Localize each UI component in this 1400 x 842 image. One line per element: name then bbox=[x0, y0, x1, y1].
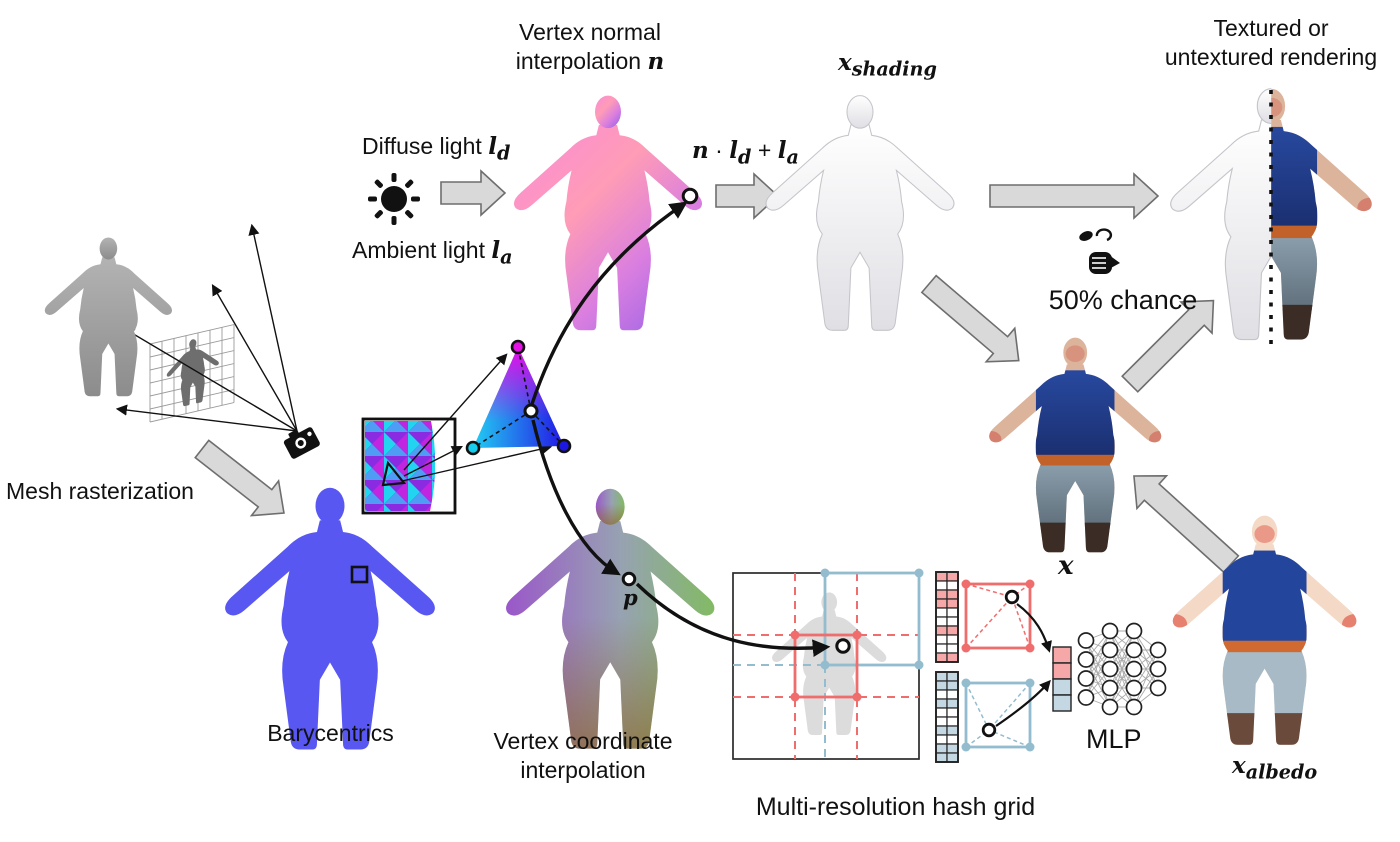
hash-grid-group bbox=[732, 568, 924, 760]
vertex-dot-magenta bbox=[510, 339, 526, 355]
query-point bbox=[835, 638, 851, 654]
shading-formula-arrow bbox=[715, 172, 780, 220]
barycentric-point bbox=[523, 403, 539, 419]
textured-rendering-title: Textured or untextured rendering bbox=[1164, 15, 1378, 71]
surface-point-p bbox=[621, 571, 637, 587]
p-label: p bbox=[623, 585, 638, 610]
x-to-render-arrow bbox=[1121, 299, 1215, 393]
mlp-network bbox=[1077, 622, 1167, 716]
vertex-arrow-top bbox=[403, 353, 508, 471]
sun-icon bbox=[368, 173, 420, 225]
x-albedo-label: xalbedo bbox=[1232, 752, 1318, 784]
feature-tables bbox=[935, 571, 1072, 763]
vertex-arrow-left bbox=[403, 445, 463, 477]
mesh-rasterization-arrow bbox=[194, 439, 285, 517]
barycentrics-label: Barycentrics bbox=[267, 720, 394, 746]
camera-rays bbox=[115, 223, 298, 432]
light-arrow bbox=[440, 169, 507, 217]
x-shading-label: xshading bbox=[838, 49, 937, 81]
p-to-hashgrid-arrow bbox=[635, 582, 831, 657]
hash-grid-label: Multi-resolution hash grid bbox=[755, 793, 1036, 821]
blue-interp-square bbox=[961, 678, 1051, 752]
mesh-rasterization-label: Mesh rasterization bbox=[6, 478, 194, 504]
coin-flip-icon bbox=[1079, 228, 1120, 274]
albedo-figure bbox=[1162, 515, 1368, 751]
x-label: x bbox=[1058, 551, 1074, 581]
gray-mesh-figure bbox=[45, 237, 172, 396]
barycentric-inset bbox=[361, 417, 457, 515]
barycentrics-figure bbox=[225, 488, 435, 750]
image-plane-grid bbox=[149, 324, 235, 423]
shading-to-x-arrow bbox=[920, 274, 1020, 363]
vertex-dot-cyan bbox=[465, 440, 481, 456]
pixel-triangle-outline bbox=[381, 460, 407, 487]
red-interp-square bbox=[961, 579, 1052, 653]
barycentric-to-normal-arrow bbox=[530, 201, 688, 405]
coarse-cell bbox=[823, 571, 921, 667]
vertex-coordinate-label: Vertex coordinate interpolation bbox=[493, 728, 673, 784]
albedo-to-x-arrow bbox=[1133, 475, 1240, 574]
fine-cell bbox=[793, 633, 859, 699]
camera-projection-group bbox=[115, 223, 320, 459]
surface-point-normal bbox=[681, 187, 699, 205]
camera-icon bbox=[283, 427, 320, 459]
shading-formula: n·ld+la bbox=[692, 137, 799, 169]
zoom-square-marker bbox=[350, 565, 369, 584]
barycentric-triangle bbox=[465, 339, 572, 456]
vertex-arrow-right bbox=[401, 443, 553, 482]
vertex-dot-blue bbox=[556, 438, 572, 454]
chance-label: 50% chance bbox=[1048, 285, 1198, 315]
barycentric-to-coordinate-arrow bbox=[531, 419, 621, 576]
mlp-label: MLP bbox=[1086, 724, 1142, 754]
untextured-arrow bbox=[989, 172, 1160, 220]
